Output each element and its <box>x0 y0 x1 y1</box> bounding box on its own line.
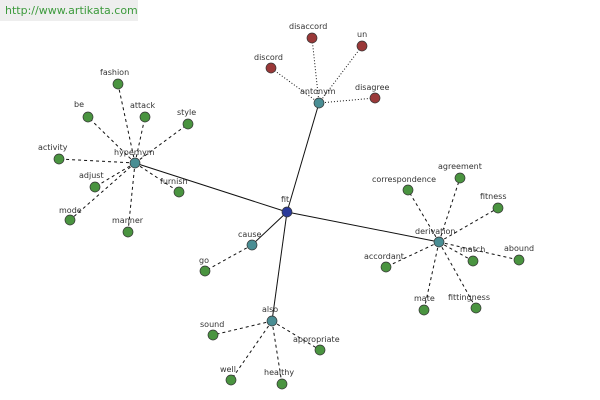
word-label-be: be <box>74 100 84 109</box>
relation-node-also[interactable] <box>266 315 278 327</box>
edge-hypernym-adjust <box>94 162 136 188</box>
word-label-sound: sound <box>200 320 224 329</box>
word-label-disaccord: disaccord <box>289 22 327 31</box>
word-node-style[interactable] <box>182 118 194 130</box>
word-node-sound[interactable] <box>207 329 219 341</box>
word-node-un[interactable] <box>356 40 368 52</box>
labels: fashion attack style be activity adjust furnis… <box>38 22 534 377</box>
center-node-fit[interactable] <box>281 206 293 218</box>
word-label-manner: manner <box>112 216 144 225</box>
word-label-attack: attack <box>130 101 155 110</box>
edge-antonym-disagree <box>318 97 376 104</box>
edges <box>58 37 520 385</box>
word-node-mode[interactable] <box>64 214 76 226</box>
word-node-abound[interactable] <box>513 254 525 266</box>
word-label-mode: mode <box>59 206 82 215</box>
center-label: fit <box>281 195 289 204</box>
word-label-adjust: adjust <box>79 171 104 180</box>
word-node-furnish[interactable] <box>173 186 185 198</box>
edge-hypernym-mode <box>69 162 136 221</box>
edge-also-healthy <box>271 320 283 385</box>
edge-fit-also <box>271 211 288 322</box>
word-label-furnish: furnish <box>160 177 188 186</box>
word-label-fittingness: fittingness <box>448 293 490 302</box>
edge-antonym-discord <box>270 67 320 104</box>
relation-node-hypernym[interactable] <box>129 157 141 169</box>
word-node-match[interactable] <box>467 255 479 267</box>
edge-hypernym-style <box>134 123 189 164</box>
word-label-healthy: healthy <box>264 368 294 377</box>
word-node-be[interactable] <box>82 111 94 123</box>
edge-antonym-disaccord <box>311 37 320 104</box>
word-label-agreement: agreement <box>438 162 482 171</box>
relation-label-cause: cause <box>238 230 262 239</box>
word-label-well: well <box>220 365 236 374</box>
word-node-manner[interactable] <box>122 226 134 238</box>
word-node-fittingness[interactable] <box>470 302 482 314</box>
word-node-healthy[interactable] <box>276 378 288 390</box>
word-label-accordant: accordant <box>364 252 404 261</box>
edge-fit-cause <box>251 211 288 246</box>
edge-hypernym-furnish <box>134 162 180 193</box>
edge-hypernym-attack <box>134 116 146 164</box>
edge-fit-hypernym <box>134 162 288 213</box>
word-label-mate: mate <box>414 294 435 303</box>
nodes <box>53 32 525 390</box>
word-node-correspondence[interactable] <box>402 184 414 196</box>
word-node-accordant[interactable] <box>380 261 392 273</box>
word-label-go: go <box>199 256 209 265</box>
edge-fit-derivation <box>286 211 440 243</box>
word-node-adjust[interactable] <box>89 181 101 193</box>
word-node-activity[interactable] <box>53 153 65 165</box>
edge-hypernym-activity <box>58 158 136 164</box>
edge-derivation-accordant <box>385 241 440 268</box>
word-label-disagree: disagree <box>355 83 389 92</box>
relation-label-also: also <box>262 305 278 314</box>
edge-hypernym-be <box>87 116 136 164</box>
word-label-appropriate: appropriate <box>293 335 340 344</box>
word-node-agreement[interactable] <box>454 172 466 184</box>
watermark-url: http://www.artikata.com <box>0 0 138 21</box>
word-node-disaccord[interactable] <box>306 32 318 44</box>
word-label-match: match <box>460 245 485 254</box>
word-node-appropriate[interactable] <box>314 344 326 356</box>
relation-label-hypernym: hypernym <box>114 148 155 157</box>
relation-node-cause[interactable] <box>246 239 258 251</box>
relation-label-derivation: derivation <box>415 227 455 236</box>
edge-cause-go <box>204 244 253 272</box>
word-node-fitness[interactable] <box>492 202 504 214</box>
word-label-discord: discord <box>254 53 283 62</box>
word-node-fashion[interactable] <box>112 78 124 90</box>
word-node-go[interactable] <box>199 265 211 277</box>
word-label-activity: activity <box>38 143 68 152</box>
edge-also-sound <box>212 320 273 336</box>
edge-derivation-fittingness <box>438 241 477 309</box>
edge-derivation-agreement <box>438 177 461 243</box>
word-label-correspondence: correspondence <box>372 175 436 184</box>
edge-derivation-match <box>438 241 474 262</box>
edge-derivation-abound <box>438 241 520 261</box>
edge-fit-antonym <box>286 102 320 213</box>
word-node-mate[interactable] <box>418 304 430 316</box>
word-node-disagree[interactable] <box>369 92 381 104</box>
edge-derivation-fitness <box>438 207 499 243</box>
word-label-style: style <box>177 108 196 117</box>
relation-label-antonym: antonym <box>300 87 336 96</box>
edge-derivation-correspondence <box>407 189 440 243</box>
relation-node-derivation[interactable] <box>433 236 445 248</box>
word-label-un: un <box>357 30 367 39</box>
word-node-well[interactable] <box>225 374 237 386</box>
word-label-fitness: fitness <box>480 192 507 201</box>
relation-node-antonym[interactable] <box>313 97 325 109</box>
word-node-discord[interactable] <box>265 62 277 74</box>
edge-hypernym-fashion <box>117 83 136 164</box>
word-label-fashion: fashion <box>100 68 129 77</box>
word-label-abound: abound <box>504 244 534 253</box>
word-node-attack[interactable] <box>139 111 151 123</box>
